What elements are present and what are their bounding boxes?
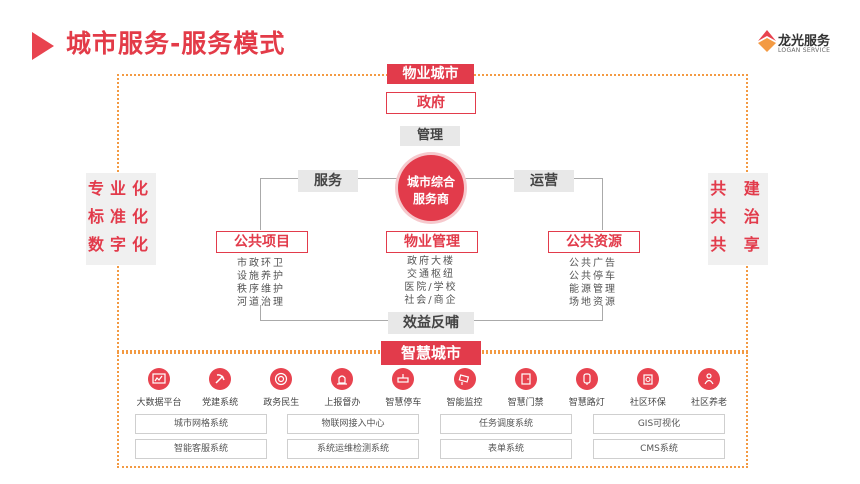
center-line1: 城市综合 — [406, 175, 455, 189]
recycle-icon — [643, 374, 653, 385]
icon-label: 社区养老 — [690, 398, 727, 408]
system-box: GIS可视化 — [593, 414, 725, 434]
manage-label: 管理 — [400, 126, 460, 146]
camera-icon — [458, 374, 469, 385]
list-item: 河道治理 — [237, 297, 285, 308]
service-label: 服务 — [298, 170, 358, 192]
icon-item: 智慧路灯 — [557, 368, 617, 408]
system-box: 城市网格系统 — [135, 414, 267, 434]
public-resource-list: 公共广告 公共停车 能源管理 场地资源 — [548, 257, 638, 309]
system-box: 智能客服系统 — [135, 439, 267, 459]
icon-label: 社区环保 — [629, 398, 666, 408]
list-item: 能源管理 — [569, 284, 617, 295]
logo-icon — [758, 30, 776, 52]
property-management-title: 物业管理 — [386, 231, 478, 253]
property-management-list: 政府大楼 交通枢纽 医院/学校 社会/商企 — [386, 255, 476, 307]
list-item: 公共停车 — [569, 271, 617, 282]
connector-bottom-right-v — [602, 305, 603, 320]
feedback-label: 效益反哺 — [388, 312, 474, 334]
icon-label: 党建系统 — [202, 398, 239, 408]
icon-label: 上报督办 — [324, 398, 361, 408]
icon-item: 智慧停车 — [373, 368, 433, 408]
list-item: 医院/学校 — [404, 282, 458, 293]
party-icon — [215, 374, 225, 384]
system-box: 物联网接入中心 — [287, 414, 419, 434]
chart-icon — [152, 373, 166, 384]
left-attributes: 专业化 标准化 数字化 — [86, 173, 156, 265]
public-project-title: 公共项目 — [216, 231, 308, 253]
list-item: 秩序维护 — [237, 284, 285, 295]
left-attr: 标准化 — [87, 207, 154, 226]
lamp-icon — [583, 373, 591, 385]
target-icon — [275, 372, 288, 386]
icon-label: 智慧停车 — [385, 398, 422, 408]
government-box: 政府 — [386, 92, 476, 114]
elder-icon — [704, 373, 714, 385]
icon-item: 上报督办 — [312, 368, 372, 408]
public-resource-title: 公共资源 — [548, 231, 640, 253]
icon-label: 智能监控 — [446, 398, 483, 408]
system-box: CMS系统 — [593, 439, 725, 459]
icon-label: 政务民生 — [263, 398, 300, 408]
property-city-label: 物业城市 — [387, 64, 474, 84]
list-item: 社会/商企 — [404, 295, 458, 306]
parking-icon — [397, 374, 410, 383]
left-attr: 专业化 — [87, 179, 154, 198]
icon-row: 大数据平台 党建系统 政务民生 上报督办 智慧停车 智能监控 智慧门禁 智慧路灯… — [129, 368, 739, 408]
right-attr: 共 享 — [710, 235, 766, 254]
icon-item: 社区养老 — [679, 368, 739, 408]
connector-bottom-left-v — [260, 305, 261, 320]
list-item: 交通枢纽 — [407, 269, 455, 280]
icon-label: 智慧路灯 — [568, 398, 605, 408]
right-attr: 共 治 — [710, 207, 766, 226]
system-box: 任务调度系统 — [440, 414, 572, 434]
title-marker — [32, 32, 54, 60]
system-box: 表单系统 — [440, 439, 572, 459]
city-service-provider-circle: 城市综合 服务商 — [398, 155, 464, 221]
right-attr: 共 建 — [710, 179, 766, 198]
center-line2: 服务商 — [412, 192, 449, 206]
public-project-list: 市政环卫 设施养护 秩序维护 河道治理 — [216, 257, 306, 309]
list-item: 市政环卫 — [237, 258, 285, 269]
page-title: 城市服务-服务模式 — [66, 29, 286, 58]
icon-item: 党建系统 — [190, 368, 250, 408]
right-attributes: 共 建 共 治 共 享 — [708, 173, 768, 265]
operate-label: 运营 — [514, 170, 574, 192]
logo-name: 龙光服务 — [778, 34, 831, 49]
icon-item: 智能监控 — [435, 368, 495, 408]
icon-item: 社区环保 — [618, 368, 678, 408]
icon-item: 大数据平台 — [129, 368, 189, 408]
smart-city-label: 智慧城市 — [381, 341, 481, 365]
system-box: 系统运维检测系统 — [287, 439, 419, 459]
alarm-icon — [337, 375, 348, 385]
left-attr: 数字化 — [87, 235, 154, 254]
icon-label: 大数据平台 — [136, 398, 182, 408]
list-item: 设施养护 — [237, 271, 285, 282]
connector-right-v — [602, 178, 603, 230]
list-item: 公共广告 — [569, 258, 617, 269]
logo-subtitle: LOGAN SERVICE — [778, 47, 831, 54]
icon-item: 智慧门禁 — [496, 368, 556, 408]
connector-left-v — [260, 178, 261, 230]
list-item: 政府大楼 — [407, 256, 455, 267]
icon-item: 政务民生 — [251, 368, 311, 408]
icon-label: 智慧门禁 — [507, 398, 544, 408]
list-item: 场地资源 — [569, 297, 617, 308]
door-icon — [521, 373, 531, 385]
